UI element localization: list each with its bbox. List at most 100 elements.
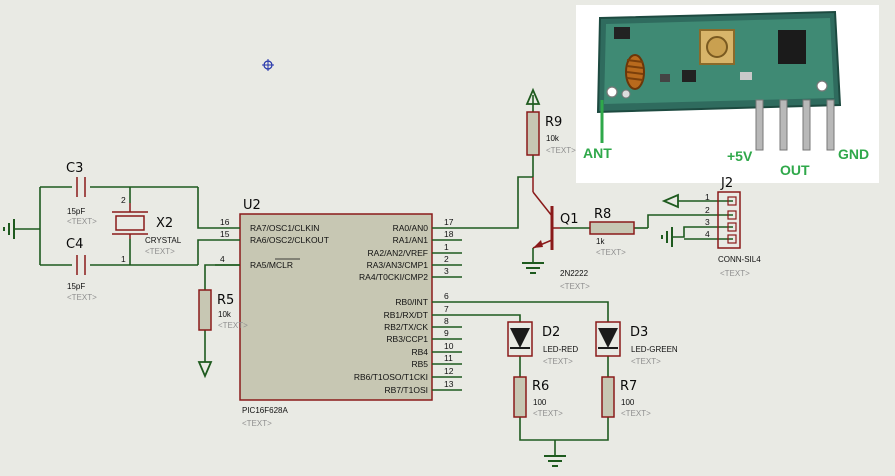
ground-left-icon: [3, 219, 15, 239]
u2-pin-label: RA0/AN0: [393, 223, 429, 233]
resistor-r9[interactable]: R9 10k <TEXT>: [526, 111, 576, 156]
u2-right-pins: 17RA0/AN018RA1/AN11RA2/AN2/VREF2RA3/AN3/…: [354, 217, 462, 395]
u2-pin-number: 2: [444, 254, 449, 264]
r9-text: <TEXT>: [546, 146, 576, 155]
j2-pin1: 1: [705, 192, 710, 202]
j2-pin4: 4: [705, 229, 710, 239]
d2-text: <TEXT>: [543, 357, 573, 366]
j2-value: CONN-SIL4: [718, 255, 761, 264]
r5-ref: R5: [217, 293, 234, 308]
x2-pin1: 1: [121, 254, 126, 264]
crystal-x2[interactable]: 2 1 X2 CRYSTAL <TEXT>: [112, 195, 182, 264]
transistor-q1[interactable]: Q1 2N2222 <TEXT>: [532, 177, 590, 291]
u2-pin-label: RA2/AN2/VREF: [368, 248, 428, 258]
capacitor-c4[interactable]: C4 15pF <TEXT>: [66, 237, 97, 302]
capacitor-c3[interactable]: C3 15pF <TEXT>: [66, 161, 97, 226]
x2-ref: X2: [156, 216, 173, 231]
u2-text: <TEXT>: [242, 419, 272, 428]
u2-pin-label: RB3/CCP1: [386, 334, 428, 344]
r8-text: <TEXT>: [596, 248, 626, 257]
r9-ref: R9: [545, 115, 562, 130]
c3-value: 15pF: [67, 207, 85, 216]
u2-pin-label: RB5: [411, 359, 428, 369]
u2-pin-number: 11: [444, 353, 453, 363]
power-arrow-r9-icon: [525, 87, 541, 105]
u2-pin-number: 6: [444, 291, 449, 301]
u2-pin-number: 8: [444, 316, 449, 326]
u2-pin-number: 16: [220, 217, 230, 227]
c3-text: <TEXT>: [67, 217, 97, 226]
q1-ref: Q1: [560, 212, 579, 227]
u2-pin-label: RA3/AN3/CMP1: [367, 260, 429, 270]
u2-pin-number: 17: [444, 217, 454, 227]
c3-ref: C3: [66, 161, 83, 176]
x2-value: CRYSTAL: [145, 236, 182, 245]
u2-pin-label: RB4: [411, 347, 428, 357]
resistor-r5[interactable]: R5 10k <TEXT>: [198, 289, 248, 331]
r7-value: 100: [621, 398, 635, 407]
u2-pin-number: 3: [444, 266, 449, 276]
j2-pin2: 2: [705, 205, 710, 215]
led-d3[interactable]: D3 LED-GREEN <TEXT>: [595, 321, 678, 366]
connector-j2[interactable]: 1 2 3 4 J2 CONN-SIL4 <TEXT>: [705, 176, 761, 278]
u2-value: PIC16F628A: [242, 406, 288, 415]
u2-pin-number: 18: [444, 229, 454, 239]
u2-pin-number: 9: [444, 328, 449, 338]
u2-pin-label: RA1/AN1: [393, 235, 429, 245]
u2-pin-number: 15: [220, 229, 230, 239]
u2-pin-number: 7: [444, 304, 449, 314]
c4-value: 15pF: [67, 282, 85, 291]
r6-ref: R6: [532, 379, 549, 394]
u2-pin-label: RB7/T1OSI: [385, 385, 428, 395]
power-arrow-j2-icon: [661, 193, 679, 209]
led-d2[interactable]: D2 LED-RED <TEXT>: [507, 321, 578, 366]
x2-text: <TEXT>: [145, 247, 175, 256]
microcontroller-u2[interactable]: U2 PIC16F628A <TEXT> 16RA7/OSC1/CLKIN15R…: [215, 198, 462, 428]
d3-value: LED-GREEN: [631, 345, 678, 354]
u2-pin-label: RB1/RX/DT: [384, 310, 428, 320]
u2-pin-number: 10: [444, 341, 454, 351]
origin-crosshair-icon: [262, 59, 274, 71]
x2-pin2: 2: [121, 195, 126, 205]
ground-q1-emitter-icon: [522, 262, 544, 274]
ground-led-icon: [544, 455, 566, 467]
r5-value: 10k: [218, 310, 232, 319]
module-label-out: OUT: [780, 162, 810, 178]
u2-pin-number: 4: [220, 254, 225, 264]
u2-pin-number: 12: [444, 366, 454, 376]
r7-ref: R7: [620, 379, 637, 394]
resistor-r8[interactable]: R8 1k <TEXT>: [589, 207, 635, 257]
q1-value: 2N2222: [560, 269, 589, 278]
d3-text: <TEXT>: [631, 357, 661, 366]
r6-text: <TEXT>: [533, 409, 563, 418]
d3-ref: D3: [630, 325, 648, 340]
module-label-vcc: +5V: [727, 148, 753, 164]
r5-text: <TEXT>: [218, 321, 248, 330]
u2-pin-label: RA4/T0CKI/CMP2: [359, 272, 428, 282]
module-label-gnd: GND: [838, 146, 869, 162]
resistor-r6[interactable]: R6 100 <TEXT>: [513, 376, 563, 418]
j2-ref: J2: [720, 176, 733, 191]
u2-pin-label: RB6/T1OSO/T1CKI: [354, 372, 428, 382]
resistor-r7[interactable]: R7 100 <TEXT>: [601, 376, 651, 418]
r8-ref: R8: [594, 207, 611, 222]
r8-value: 1k: [596, 237, 605, 246]
wires: [14, 95, 733, 455]
